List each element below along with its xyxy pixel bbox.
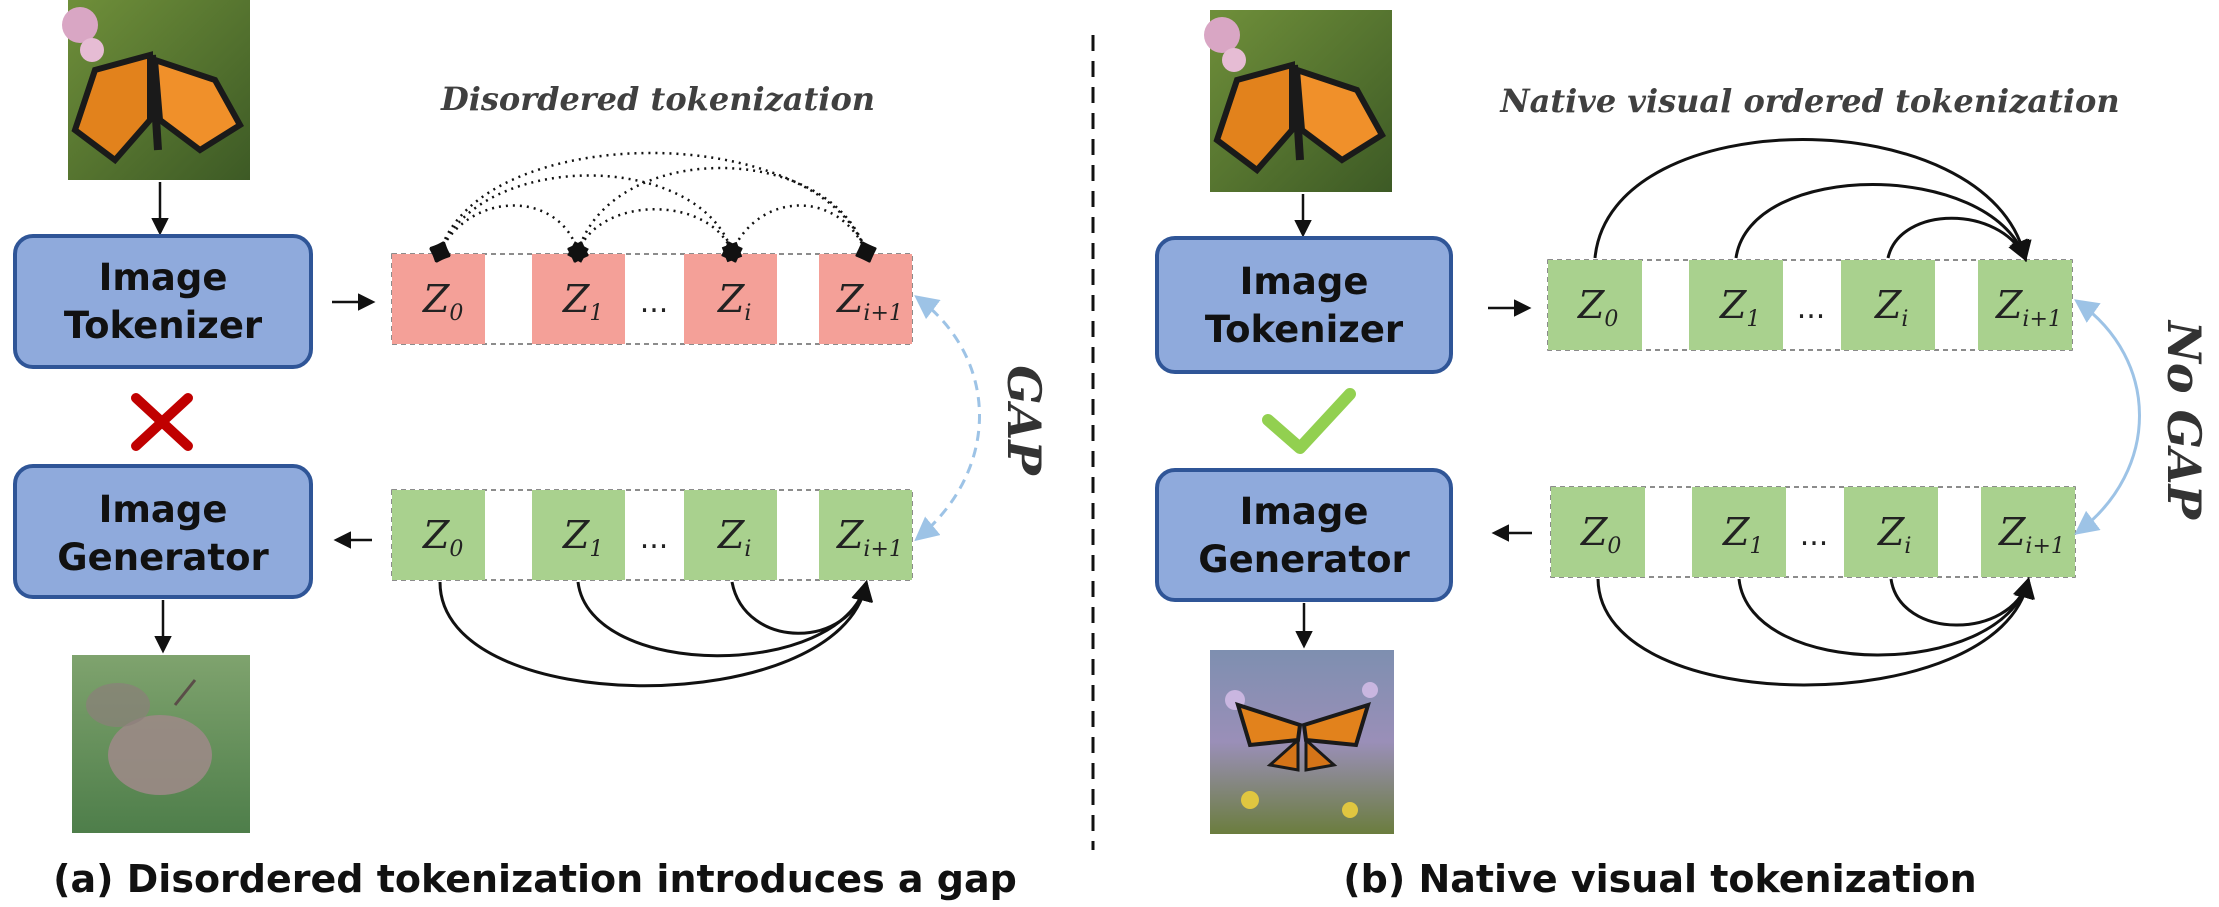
right-bottom-token-i1 — [1981, 487, 2075, 577]
left-gap-arrow — [914, 295, 981, 542]
right-top-token-strip: Z0 Z1 Zi Zi+1 ... — [1547, 259, 2073, 351]
right-output-monarch-image — [1210, 650, 1394, 834]
left-bottom-token-i1-label: Zi+1 — [836, 513, 903, 562]
right-bottom-token-0-label: Z0 — [1580, 510, 1621, 559]
right-bottom-token-i — [1844, 487, 1938, 577]
left-bottom-token-i-label: Zi — [717, 513, 751, 562]
right-top-ellipsis: ... — [1797, 291, 1826, 326]
left-top-token-0-label: Z0 — [422, 277, 463, 326]
right-ordered-generation-arcs — [1596, 576, 2035, 687]
right-tokenizer-label-line2: Tokenizer — [1205, 308, 1404, 351]
right-top-token-0 — [1548, 260, 1642, 350]
left-image-generator-box: Image Generator — [13, 464, 313, 599]
right-top-token-i-label: Zi — [1874, 283, 1908, 332]
left-top-token-i1-label: Zi+1 — [836, 277, 903, 326]
right-generator-label-line2: Generator — [1198, 538, 1410, 581]
left-gap-label: GAP — [997, 365, 1051, 476]
right-image-generator-box: Image Generator — [1155, 468, 1453, 602]
cross-icon — [131, 393, 193, 451]
right-bottom-token-i-label: Zi — [1877, 510, 1911, 559]
right-no-gap-label: No GAP — [2157, 319, 2211, 521]
left-bottom-token-1-label: Z1 — [562, 513, 603, 562]
right-caption: (b) Native visual tokenization — [1343, 857, 1976, 901]
left-bottom-token-i1 — [819, 490, 912, 580]
left-top-token-i-label: Zi — [717, 277, 751, 326]
left-output-blurred-butterfly-image — [72, 655, 250, 833]
right-bottom-ellipsis: ... — [1800, 518, 1829, 553]
right-image-tokenizer-box: Image Tokenizer — [1155, 236, 1453, 374]
right-panel: Image Tokenizer Image Generator Native v… — [1155, 10, 2211, 901]
right-bottom-token-0 — [1551, 487, 1645, 577]
left-top-token-0 — [392, 254, 485, 344]
left-top-token-1 — [532, 254, 625, 344]
right-top-token-i1 — [1978, 260, 2072, 350]
right-input-monarch-image — [1204, 10, 1392, 192]
right-bottom-token-1-label: Z1 — [1722, 510, 1763, 559]
left-ordered-generation-arcs — [438, 579, 874, 688]
left-top-token-i — [684, 254, 777, 344]
check-icon — [1262, 388, 1356, 454]
right-top-token-i — [1841, 260, 1935, 350]
left-bottom-token-0 — [392, 490, 485, 580]
right-tokenizer-label-line1: Image — [1240, 260, 1369, 303]
left-bottom-token-1 — [532, 490, 625, 580]
left-bottom-token-0-label: Z0 — [422, 513, 463, 562]
left-tokenizer-label-line1: Image — [99, 256, 228, 299]
left-bottom-token-i — [684, 490, 777, 580]
left-input-monarch-image — [62, 0, 250, 180]
right-header: Native visual ordered tokenization — [1499, 82, 2119, 120]
right-bottom-token-strip: Z0 Z1 Zi Zi+1 ... — [1550, 486, 2076, 578]
left-disordered-dependency-arcs — [429, 151, 877, 263]
left-generator-label-line1: Image — [99, 488, 228, 531]
left-top-token-i1 — [819, 254, 912, 344]
right-generator-label-line1: Image — [1240, 490, 1369, 533]
right-top-token-1 — [1689, 260, 1783, 350]
left-tokenizer-label-line2: Tokenizer — [64, 304, 263, 347]
left-header: Disordered tokenization — [440, 80, 875, 118]
right-top-token-0-label: Z0 — [1577, 283, 1618, 332]
right-top-token-1-label: Z1 — [1719, 283, 1760, 332]
left-caption: (a) Disordered tokenization introduces a… — [53, 857, 1017, 901]
left-bottom-ellipsis: ... — [640, 521, 669, 556]
right-ordered-tokenization-arcs — [1593, 138, 2032, 263]
left-top-token-strip: Z0 Z1 Zi Zi+1 ... — [391, 253, 913, 345]
left-bottom-token-strip: Z0 Z1 Zi Zi+1 ... — [391, 489, 913, 581]
left-panel: Image Tokenizer Image Generator Disorder… — [13, 0, 1051, 901]
left-top-token-1-label: Z1 — [562, 277, 603, 326]
right-bottom-token-1 — [1692, 487, 1786, 577]
left-image-tokenizer-box: Image Tokenizer — [13, 234, 313, 369]
right-top-token-i1-label: Zi+1 — [1995, 283, 2062, 332]
left-generator-label-line2: Generator — [57, 536, 269, 579]
right-bottom-token-i1-label: Zi+1 — [1998, 510, 2065, 559]
left-top-ellipsis: ... — [640, 285, 669, 320]
right-no-gap-arrow — [2074, 299, 2141, 535]
